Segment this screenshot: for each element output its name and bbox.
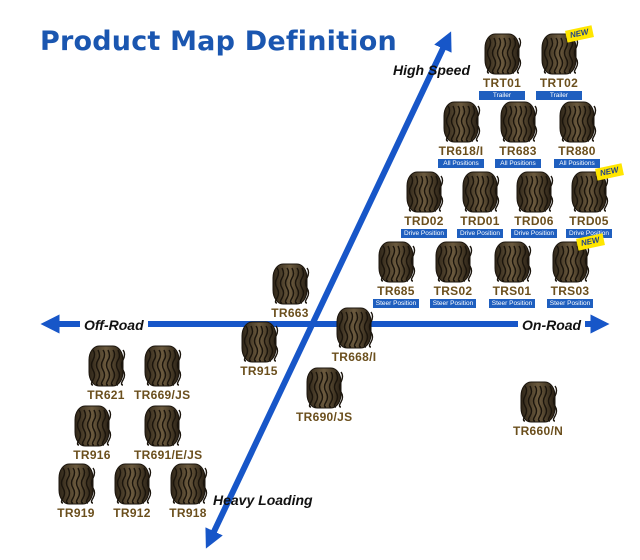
tire-code: TR618/I bbox=[438, 144, 484, 158]
tire-code: TR691/E/JS bbox=[134, 448, 203, 462]
tire-code: TRD06 bbox=[514, 214, 554, 228]
tire-code: TR690/JS bbox=[296, 410, 353, 424]
speed-load-axis bbox=[205, 31, 452, 549]
tire-position-badge: Steer Position bbox=[373, 299, 419, 308]
tire-icon bbox=[443, 101, 481, 143]
tire-icon bbox=[494, 241, 532, 283]
tire-position-badge: Steer Position bbox=[489, 299, 535, 308]
tire-icon bbox=[462, 171, 500, 213]
tire-position-badge: All Positions bbox=[438, 159, 484, 168]
tire-icon bbox=[144, 345, 182, 387]
tire-icon bbox=[114, 463, 152, 505]
tire-code: TRT01 bbox=[482, 76, 522, 90]
tire-product: TR668/I bbox=[326, 306, 382, 370]
tire-icon bbox=[571, 171, 609, 213]
tire-icon bbox=[435, 241, 473, 283]
tire-position-badge: All Positions bbox=[554, 159, 600, 168]
tire-icon bbox=[306, 367, 344, 409]
tire-code: TR685 bbox=[377, 284, 415, 298]
tire-code: TRD01 bbox=[460, 214, 500, 228]
tire-position-badge: Drive Position bbox=[566, 229, 612, 238]
tire-position-badge: Drive Position bbox=[401, 229, 447, 238]
tire-code: TRT02 bbox=[539, 76, 579, 90]
tire-code: TR668/I bbox=[331, 350, 377, 364]
tire-code: TRS02 bbox=[433, 284, 473, 298]
tire-product: TR660/N bbox=[510, 380, 566, 444]
tire-icon bbox=[559, 101, 597, 143]
tire-code: TR912 bbox=[113, 506, 151, 520]
tire-product: TR691/E/JS bbox=[134, 404, 203, 468]
tire-icon bbox=[144, 405, 182, 447]
tire-code: TR660/N bbox=[512, 424, 564, 438]
tire-product: TR919 bbox=[48, 462, 104, 526]
heavy-loading-label: Heavy Loading bbox=[213, 492, 313, 508]
tire-icon bbox=[552, 241, 590, 283]
tire-position-badge: Trailer bbox=[536, 91, 582, 100]
tire-icon bbox=[484, 33, 522, 75]
tire-code: TRD05 bbox=[569, 214, 609, 228]
tire-product: TR669/JS bbox=[134, 344, 190, 408]
tire-icon bbox=[520, 381, 558, 423]
tire-icon bbox=[74, 405, 112, 447]
tire-code: TR915 bbox=[240, 364, 278, 378]
tire-icon bbox=[406, 171, 444, 213]
tire-icon bbox=[336, 307, 374, 349]
tire-code: TR663 bbox=[271, 306, 309, 320]
tire-code: TR621 bbox=[87, 388, 125, 402]
tire-position-badge: Trailer bbox=[479, 91, 525, 100]
tire-icon bbox=[58, 463, 96, 505]
tire-code: TRS01 bbox=[492, 284, 532, 298]
tire-position-badge: Steer Position bbox=[547, 299, 593, 308]
tire-code: TR683 bbox=[499, 144, 537, 158]
tire-code: TR916 bbox=[73, 448, 111, 462]
tire-position-badge: Drive Position bbox=[457, 229, 503, 238]
tire-product: TR918 bbox=[160, 462, 216, 526]
tire-icon bbox=[541, 33, 579, 75]
tire-code: TR669/JS bbox=[134, 388, 191, 402]
tire-position-badge: All Positions bbox=[495, 159, 541, 168]
tire-product: TR912 bbox=[104, 462, 160, 526]
tire-icon bbox=[272, 263, 310, 305]
tire-product: TR915 bbox=[231, 320, 287, 384]
tire-icon bbox=[378, 241, 416, 283]
tire-product: TR916 bbox=[64, 404, 120, 468]
tire-code: TR919 bbox=[57, 506, 95, 520]
tire-icon bbox=[88, 345, 126, 387]
tire-code: TRS03 bbox=[550, 284, 590, 298]
tire-icon bbox=[516, 171, 554, 213]
on-road-label: On-Road bbox=[518, 317, 586, 333]
tire-position-badge: Drive Position bbox=[511, 229, 557, 238]
tire-code: TR918 bbox=[169, 506, 207, 520]
high-speed-label: High Speed bbox=[393, 62, 471, 78]
tire-code: TRD02 bbox=[404, 214, 444, 228]
tire-icon bbox=[170, 463, 208, 505]
tire-icon bbox=[500, 101, 538, 143]
tire-product: TR690/JS bbox=[296, 366, 352, 430]
off-road-label: Off-Road bbox=[80, 317, 148, 333]
tire-icon bbox=[241, 321, 279, 363]
tire-product: TR621 bbox=[78, 344, 134, 408]
tire-code: TR880 bbox=[558, 144, 596, 158]
tire-product: TR663 bbox=[262, 262, 318, 326]
tire-position-badge: Steer Position bbox=[430, 299, 476, 308]
